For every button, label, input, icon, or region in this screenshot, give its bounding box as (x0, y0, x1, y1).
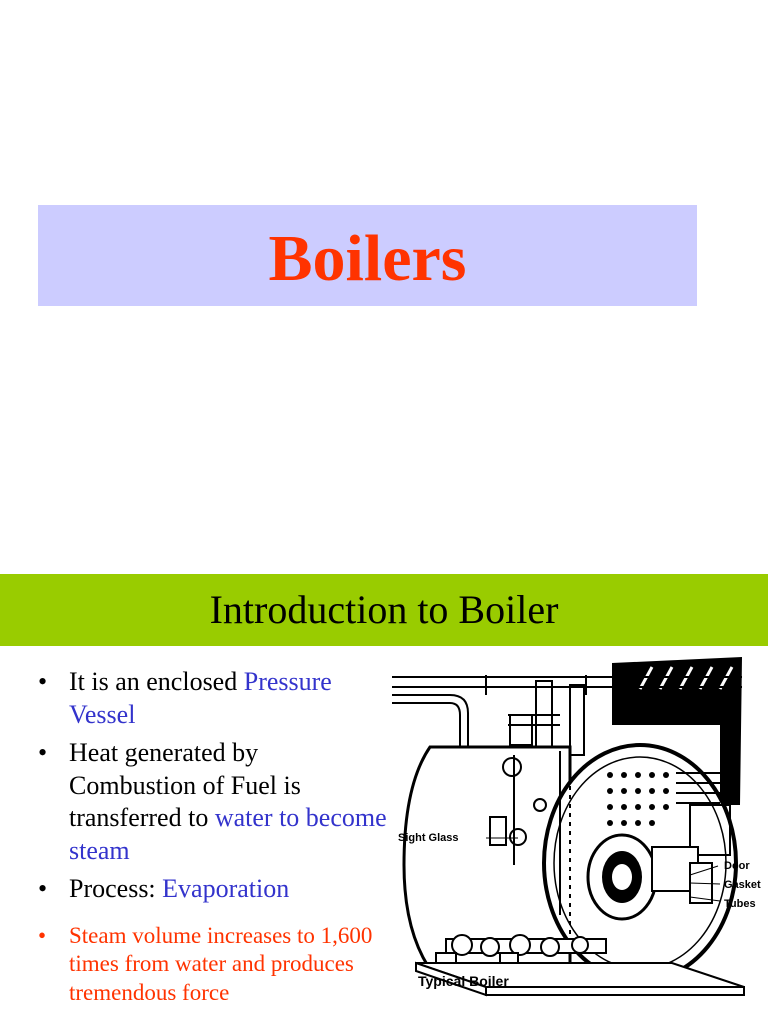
bullet-marker: • (38, 738, 48, 767)
label-door: Door (724, 860, 750, 872)
fire-tubes (676, 772, 731, 856)
steam-pipes (392, 675, 742, 765)
bullet-marker: • (38, 922, 47, 948)
bullet-marker: • (38, 874, 48, 903)
bullet-marker: • (38, 667, 48, 696)
bullet-text: It is an enclosed (69, 667, 244, 696)
bullet-text: Heat generated by Combustion of Fuel is … (69, 738, 301, 832)
figure-caption: Typical Boiler (418, 973, 509, 989)
label-tubes: Tubes (724, 898, 756, 910)
leader-lines (486, 837, 721, 902)
section-header: Introduction to Boiler (0, 574, 768, 646)
section-heading: Introduction to Boiler (209, 587, 559, 632)
boiler-illustration: Sight Glass Door Gasket Tubes Typical Bo… (390, 655, 768, 1024)
label-sight-glass: Sight Glass (398, 832, 459, 844)
slide-title: Boilers (268, 221, 467, 295)
burner-assembly (586, 833, 713, 921)
bullet-highlight: Evaporation (162, 874, 290, 903)
tube-holes (607, 772, 669, 826)
bullet-text: Steam volume increases to 1,600 times fr… (69, 922, 373, 1005)
bullet-item-warning: • Steam volume increases to 1,600 times … (38, 922, 388, 1008)
bullet-item: • Process: Evaporation (38, 873, 388, 906)
label-gasket: Gasket (724, 879, 761, 891)
title-banner: Boilers (38, 205, 697, 306)
boiler-drawing: Sight Glass Door Gasket Tubes Typical Bo… (392, 657, 761, 997)
bullet-highlight: water to become steam (69, 803, 387, 865)
bullet-item: • Heat generated by Combustion of Fuel i… (38, 737, 388, 867)
back-panel (612, 657, 742, 805)
bullet-item: • It is an enclosed Pressure Vessel (38, 666, 388, 731)
bullet-list: • It is an enclosed Pressure Vessel • He… (38, 666, 388, 1013)
bullet-highlight: Pressure Vessel (69, 667, 332, 729)
base-skid (415, 961, 745, 997)
bullet-text: Process: (69, 874, 163, 903)
